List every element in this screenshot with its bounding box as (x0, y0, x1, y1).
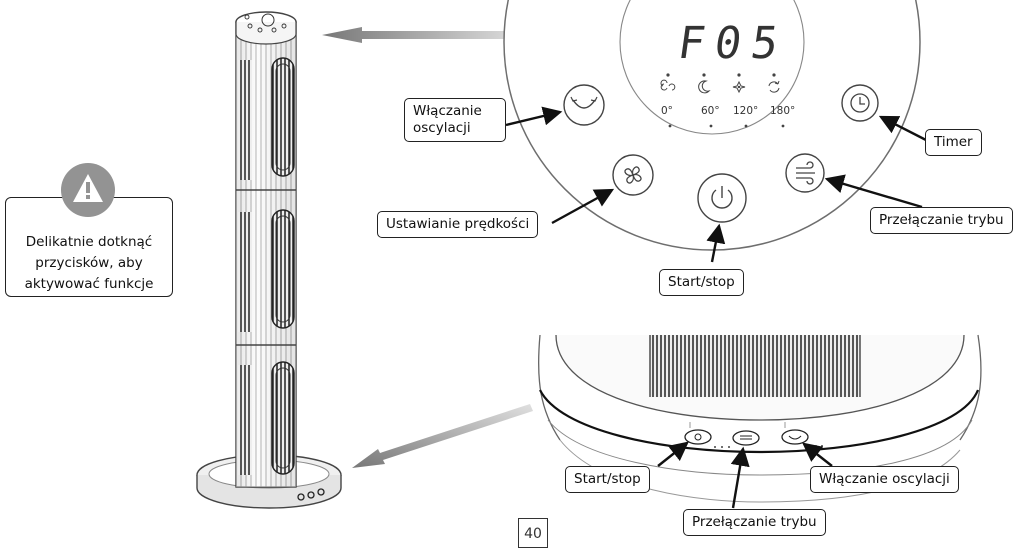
base-power-button (684, 429, 712, 445)
oscillation-button (563, 84, 605, 126)
power-icon (711, 189, 733, 209)
mode-wind-icon (740, 435, 752, 440)
base-closeup (538, 334, 982, 503)
label-oscillation: Włączanie oscylacji (404, 98, 506, 142)
warning-triangle-icon (61, 163, 115, 217)
label-timer: Timer (925, 129, 982, 156)
speed-button (612, 154, 654, 196)
label-mode: Przełączanie trybu (870, 207, 1013, 234)
page-number: 40 (518, 518, 548, 548)
pointer-arrow-base (352, 404, 533, 468)
timer-clock-icon (850, 93, 870, 113)
base-oscillation-button (781, 429, 809, 445)
tower-fan (196, 11, 342, 509)
top-control-panel (503, 0, 921, 251)
oscillation-mode-icon (768, 73, 780, 93)
mode-wind-icon (796, 161, 815, 185)
power-icon (694, 433, 702, 441)
callout-arrows (505, 106, 927, 509)
label-speed: Ustawianie prędkości (377, 211, 539, 238)
label-base-start-stop: Start/stop (565, 466, 650, 493)
label-start-stop: Start/stop (659, 269, 744, 296)
power-button (697, 173, 747, 223)
base-mode-button (732, 430, 760, 446)
fan-speed-icon (660, 73, 676, 91)
timer-button (841, 84, 879, 122)
display-readout: F05 (674, 18, 792, 69)
label-base-mode: Przełączanie trybu (683, 509, 826, 536)
angle-60: 60° (701, 105, 720, 117)
sleep-moon-icon (698, 73, 711, 94)
oscillation-icon (572, 99, 596, 109)
angle-0: 0° (661, 105, 673, 117)
fan-speed-icon (624, 166, 642, 184)
pointer-arrow-top (322, 27, 510, 43)
label-base-oscillation: Włączanie oscylacji (810, 466, 959, 493)
oscillation-icon (788, 435, 802, 440)
angle-180: 180° (770, 105, 796, 117)
angle-120: 120° (733, 105, 759, 117)
mode-button (785, 153, 825, 193)
natural-wind-icon (732, 73, 746, 94)
warning-text: Delikatnie dotknąć przycisków, aby aktyw… (24, 234, 154, 292)
